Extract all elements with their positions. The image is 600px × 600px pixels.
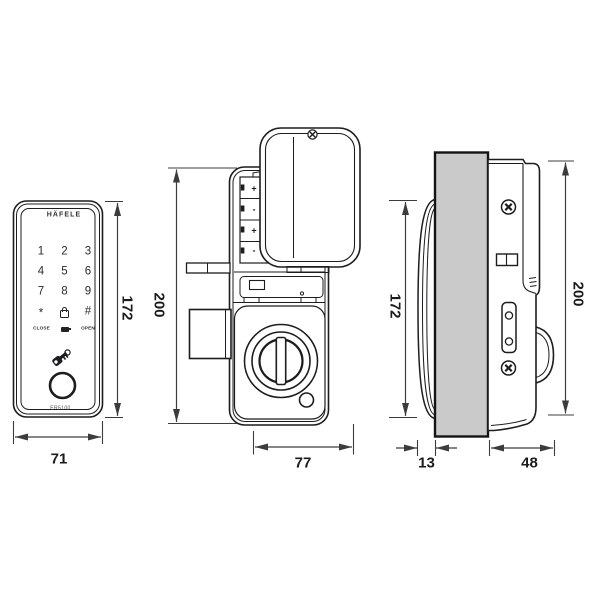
- dim-label-back-width: 77: [294, 454, 312, 471]
- thumbturn: [243, 323, 319, 399]
- key-1: 1: [37, 244, 45, 257]
- close-label: CLOSE: [33, 325, 50, 331]
- front-unit-side-profile: [417, 198, 436, 420]
- dim-label-back-height: 200: [150, 292, 168, 318]
- dim-label-side-rear-height: 200: [569, 281, 586, 307]
- screw-icon: [307, 129, 318, 140]
- key-4: 4: [37, 264, 45, 277]
- key-star: *: [38, 306, 44, 319]
- lower-body: [233, 305, 326, 420]
- front-view: [12, 200, 104, 418]
- padlock-icon: [60, 307, 69, 318]
- key-hash: #: [84, 305, 92, 318]
- mounting-plate: [501, 301, 517, 354]
- deadbolt: [188, 308, 232, 360]
- key-5: 5: [61, 264, 68, 277]
- dim-label-side-front-depth: 13: [418, 454, 435, 471]
- battery-icon: [60, 326, 71, 332]
- dim-label-side-rear-depth: 48: [521, 454, 538, 471]
- key-8: 8: [61, 284, 68, 297]
- rear-unit-side-profile: [487, 158, 555, 432]
- door-panel: [433, 151, 490, 438]
- reset-hole: [299, 291, 305, 296]
- dim-label-front-height: 172: [118, 295, 135, 321]
- privacy-button: [298, 392, 315, 408]
- open-label: OPEN: [81, 325, 95, 331]
- dim-label-front-width: 71: [50, 450, 68, 467]
- battery-polarity: -: [252, 245, 256, 256]
- thumbturn-side-knob: [535, 326, 555, 384]
- screw-icon: [500, 360, 517, 376]
- front-body-outline: [12, 200, 104, 418]
- battery-polarity: -: [252, 204, 256, 214]
- battery-polarity: +: [251, 225, 257, 235]
- battery-cover-open: [259, 127, 361, 268]
- key-icon: [52, 349, 71, 366]
- latch-slider: [495, 253, 519, 267]
- battery-polarity: +: [251, 183, 257, 194]
- side-view: [417, 151, 555, 438]
- key-7: 7: [37, 284, 45, 297]
- dim-label-side-front-height: 172: [386, 293, 403, 319]
- back-view: [185, 127, 361, 426]
- start-button: [48, 371, 77, 400]
- key-6: 6: [84, 264, 92, 277]
- deadbolt-indicator-bar: [185, 262, 231, 274]
- key-3: 3: [84, 244, 92, 257]
- model-label: ER5100: [50, 405, 71, 412]
- dimension-lines: [12, 160, 574, 456]
- screw-icon: [500, 199, 517, 215]
- brand-logo: HÄFELE: [46, 211, 82, 219]
- key-9: 9: [84, 284, 92, 297]
- key-2: 2: [61, 244, 68, 257]
- label-window: [248, 279, 266, 291]
